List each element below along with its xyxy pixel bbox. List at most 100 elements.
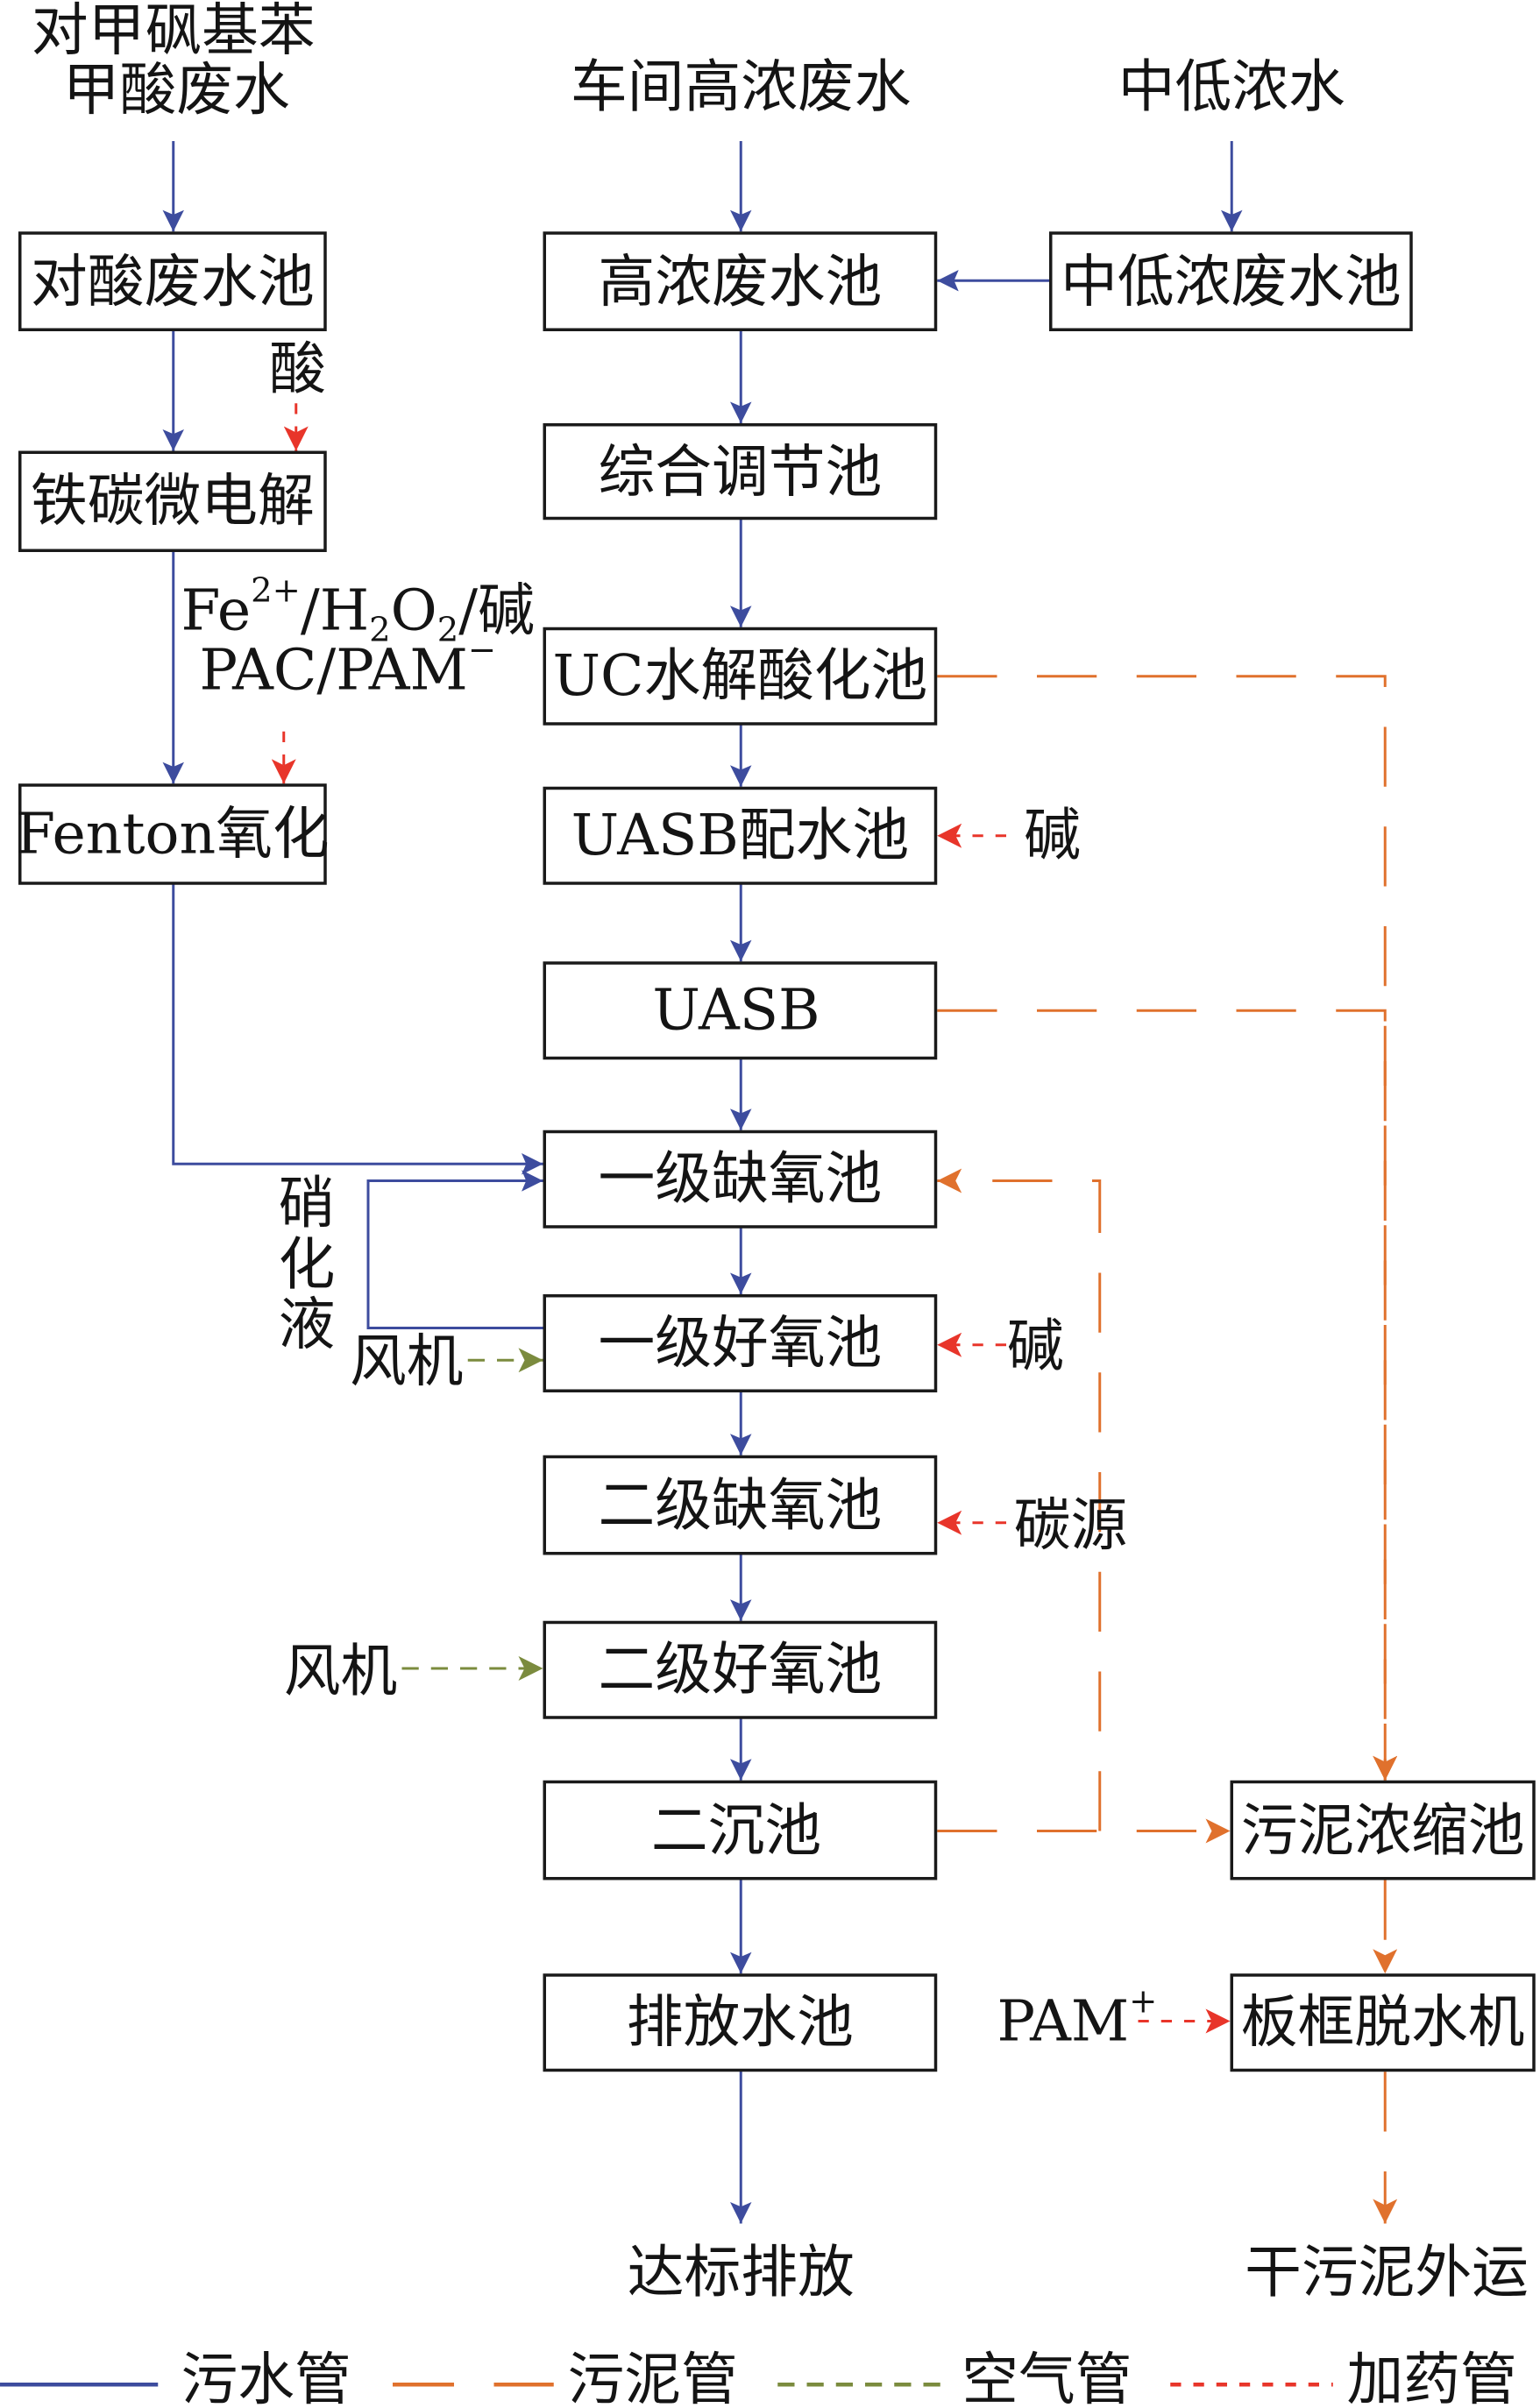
input-p-tsa-line1: 对甲砜基苯 <box>32 0 316 63</box>
unit-label: 一级缺氧池 <box>599 1146 883 1212</box>
dosing-alkali-aerobic-label: 碱 <box>1007 1314 1064 1379</box>
unit-box <box>18 450 327 552</box>
unit-anoxic-1: 一级缺氧池 <box>543 1130 938 1229</box>
sludge-flows <box>937 675 1398 2224</box>
unit-label: 板框脱水机 <box>1241 1990 1525 2056</box>
unit-box <box>18 783 327 885</box>
legend-label: 空气管 <box>962 2347 1132 2408</box>
air-blower-1-label: 风机 <box>350 1328 463 1394</box>
unit-acid-tank: 对酸废水池 <box>18 231 327 331</box>
legend-item-sewage: 污水管 <box>0 2347 351 2408</box>
unit-box <box>543 422 938 521</box>
reagent-o-subscript: 2 <box>437 610 459 649</box>
unit-label: 一级好氧池 <box>599 1310 883 1376</box>
input-mid-low-conc: 中低浓水 <box>1118 54 1345 120</box>
reagent-fe: Fe <box>181 577 252 643</box>
unit-uc-hydrolysis: UC水解酸化池 <box>543 627 938 726</box>
unit-label: 污泥浓缩池 <box>1241 1798 1525 1864</box>
unit-label: UASB配水池 <box>571 803 909 868</box>
unit-box <box>1230 1780 1536 1880</box>
unit-label: 综合调节池 <box>599 439 883 505</box>
unit-anoxic-2: 二级缺氧池 <box>543 1455 938 1555</box>
legend: 污水管 污泥管 空气管 加药管 <box>0 2347 1517 2408</box>
flow-fenton-to-anoxic-1 <box>172 882 543 1175</box>
unit-uasb: UASB <box>543 961 938 1060</box>
unit-aerobic-1: 一级好氧池 <box>543 1293 938 1392</box>
unit-box <box>543 1973 938 2072</box>
unit-plate-frame-press: 板框脱水机 <box>1230 1973 1536 2072</box>
unit-label: 对酸废水池 <box>31 249 315 315</box>
unit-label: UC水解酸化池 <box>552 643 927 709</box>
pam-text: PAM <box>997 1988 1129 2054</box>
unit-box <box>543 961 938 1060</box>
reagent-fe-charge: 2+ <box>251 570 301 610</box>
unit-box <box>543 786 938 885</box>
legend-label: 加药管 <box>1346 2347 1516 2408</box>
pam-charge: + <box>1129 1981 1157 2021</box>
dosing-pam-cationic-label: PAM+ <box>997 1981 1157 2054</box>
unit-box <box>1230 1973 1536 2072</box>
input-p-tsa-line2: 甲酸废水 <box>63 58 290 124</box>
unit-sludge-thickener: 污泥浓缩池 <box>1230 1780 1536 1880</box>
unit-box <box>543 1620 938 1719</box>
unit-label: 铁碳微电解 <box>31 469 315 535</box>
fenton-reagents-line1: Fe2+/H2O2/碱 <box>181 570 535 649</box>
unit-iron-carbon: 铁碳微电解 <box>18 450 327 552</box>
reagent-pam-charge: − <box>468 631 496 670</box>
legend-item-sludge: 污泥管 <box>393 2347 738 2408</box>
unit-box <box>18 231 327 331</box>
flow-nitrification-return <box>366 1170 545 1329</box>
unit-box <box>543 231 938 331</box>
legend-label: 污水管 <box>181 2347 351 2408</box>
output-effluent: 达标排放 <box>628 2240 855 2305</box>
nitrification-return-char-3: 液 <box>279 1292 336 1357</box>
reagent-pac-pam: PAC/PAM <box>200 637 468 703</box>
reagent-o: O <box>391 577 437 643</box>
input-workshop-high-conc: 车间高浓废水 <box>571 54 911 120</box>
dosing-alkali-uasb-label: 碱 <box>1024 803 1081 868</box>
flow-uc-sludge-to-thickener <box>937 675 1398 1781</box>
unit-box <box>1048 231 1413 331</box>
unit-discharge-tank: 排放水池 <box>543 1973 938 2072</box>
legend-label: 污泥管 <box>568 2347 738 2408</box>
unit-box <box>543 1130 938 1229</box>
unit-uasb-distribution: UASB配水池 <box>543 786 938 885</box>
unit-box <box>543 1293 938 1392</box>
nitrification-return-char-1: 硝 <box>279 1171 336 1236</box>
dosing-flows <box>271 403 1231 2034</box>
reagent-alkali: /碱 <box>458 577 535 643</box>
air-flows <box>401 1348 543 1681</box>
unit-high-conc-tank: 高浓废水池 <box>543 231 938 331</box>
reagent-h-subscript: 2 <box>369 610 390 649</box>
unit-equalization-tank: 综合调节池 <box>543 422 938 521</box>
unit-label: 中低浓废水池 <box>1061 249 1401 315</box>
air-blower-2-label: 风机 <box>284 1639 397 1704</box>
unit-label: UASB <box>652 978 820 1044</box>
flow-uasb-sludge-to-thickener <box>937 1009 1398 1781</box>
unit-label: Fenton氧化 <box>16 801 330 867</box>
output-dry-sludge: 干污泥外运 <box>1245 2240 1529 2305</box>
unit-label: 二级好氧池 <box>599 1637 883 1703</box>
unit-fenton: Fenton氧化 <box>16 783 330 885</box>
unit-box <box>543 1455 938 1555</box>
fenton-reagents-line2: PAC/PAM− <box>200 631 497 704</box>
reagent-h: /H <box>301 577 369 643</box>
legend-item-dosing: 加药管 <box>1170 2347 1517 2408</box>
unit-label: 高浓废水池 <box>599 249 883 315</box>
unit-label: 二级缺氧池 <box>599 1473 883 1539</box>
unit-secondary-clarifier: 二沉池 <box>543 1780 938 1880</box>
dosing-carbon-source-label: 碳源 <box>1014 1493 1127 1559</box>
flow-return-sludge-to-anoxic-1 <box>937 1168 1102 1831</box>
unit-label: 排放水池 <box>627 1990 854 2056</box>
legend-item-air: 空气管 <box>777 2347 1132 2408</box>
unit-box <box>543 1780 938 1880</box>
unit-aerobic-2: 二级好氧池 <box>543 1620 938 1719</box>
unit-mid-low-conc-tank: 中低浓废水池 <box>1048 231 1413 331</box>
nitrification-return-char-2: 化 <box>279 1232 336 1298</box>
unit-label: 二沉池 <box>651 1798 821 1864</box>
dosing-acid-label: 酸 <box>269 336 326 402</box>
unit-box <box>543 627 938 726</box>
sewage-flows <box>162 140 1243 2224</box>
